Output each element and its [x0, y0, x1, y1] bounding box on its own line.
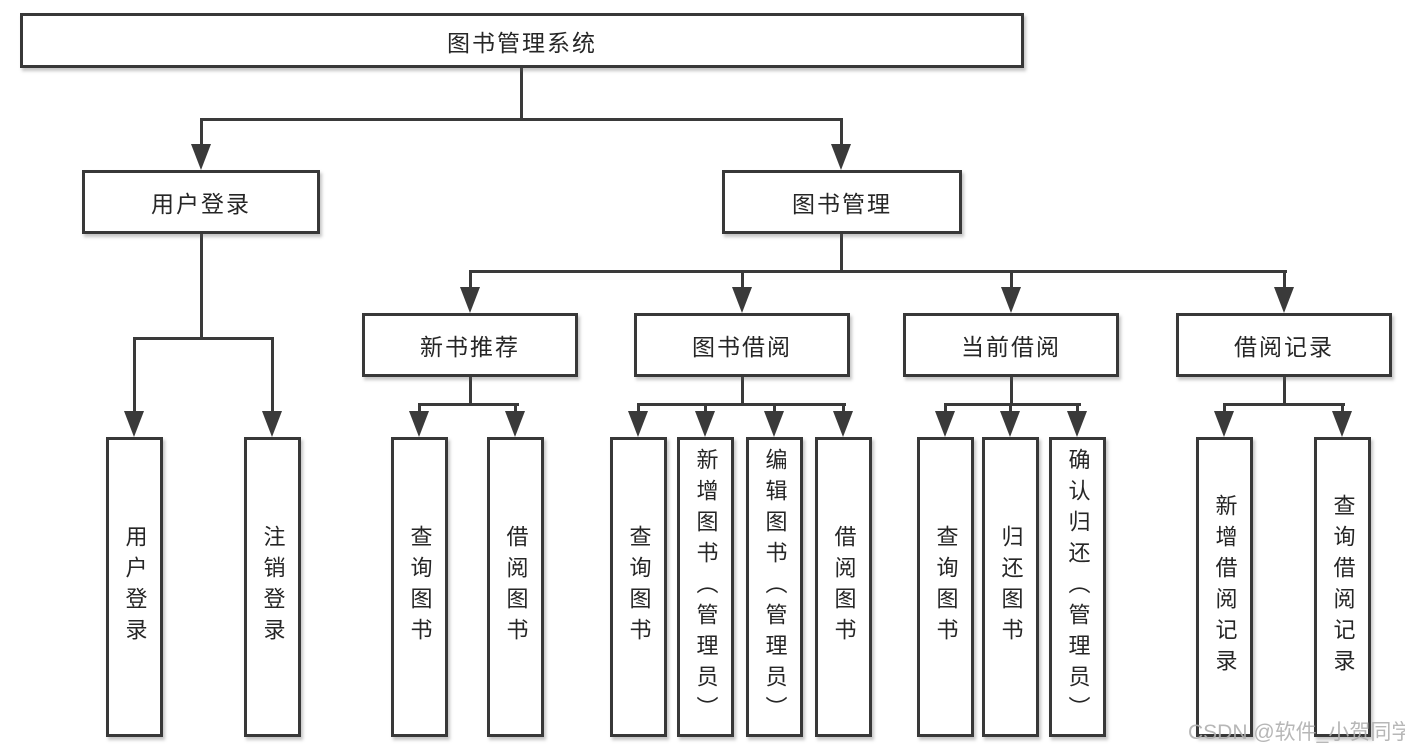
leaf-user-login: 用户登录 [106, 437, 163, 737]
arrowhead-down-icon [1274, 287, 1294, 313]
connector-stem [1009, 403, 1012, 415]
leaf-query-borrow-record: 查询借阅记录 [1314, 437, 1371, 737]
node-user-login: 用户登录 [82, 170, 320, 234]
arrowhead-down-icon [124, 411, 144, 437]
node-root: 图书管理系统 [20, 13, 1024, 68]
leaf-borrow-books: 借阅图书 [815, 437, 872, 737]
connector-stem [418, 403, 421, 415]
leaf-add-borrow-record: 新增借阅记录 [1196, 437, 1253, 737]
connector-rail [133, 337, 274, 340]
arrowhead-down-icon [695, 411, 715, 437]
connector-rail [944, 403, 1081, 406]
connector-stem [1010, 270, 1013, 291]
arrowhead-down-icon [935, 411, 955, 437]
arrowhead-down-icon [1001, 287, 1021, 313]
connector-root-rail [200, 118, 843, 121]
arrowhead-down-icon [732, 287, 752, 313]
leaf-query-books: 查询图书 [610, 437, 667, 737]
connector-stem [469, 377, 472, 406]
arrowhead-down-icon [628, 411, 648, 437]
connector-stem [840, 118, 843, 146]
arrowhead-down-icon [1332, 411, 1352, 437]
connector-stem [944, 403, 947, 415]
node-book-management: 图书管理 [722, 170, 962, 234]
connector-stem [704, 403, 707, 415]
node-borrow-records: 借阅记录 [1176, 313, 1392, 377]
connector-stem [741, 377, 744, 406]
connector-stem [840, 234, 843, 273]
connector-stem [200, 234, 203, 337]
arrowhead-down-icon [831, 144, 851, 170]
connector-stem [1010, 377, 1013, 406]
leaf-borrow-books-recommend: 借阅图书 [487, 437, 544, 737]
node-book-borrow: 图书借阅 [634, 313, 850, 377]
arrowhead-down-icon [1067, 411, 1087, 437]
leaf-add-books-admin: 新增图书（管理员） [677, 437, 734, 737]
connector-stem [1283, 270, 1286, 291]
arrowhead-down-icon [191, 144, 211, 170]
connector-rail [637, 403, 846, 406]
connector-rail [418, 403, 519, 406]
connector-rail [1223, 403, 1345, 406]
arrowhead-down-icon [1214, 411, 1234, 437]
arrowhead-down-icon [409, 411, 429, 437]
arrowhead-down-icon [1000, 411, 1020, 437]
watermark-text: CSDN @软件_小贺同学 [1188, 721, 1405, 744]
connector-stem [773, 403, 776, 415]
leaf-logout: 注销登录 [244, 437, 301, 737]
arrowhead-down-icon [764, 411, 784, 437]
leaf-confirm-return-admin: 确认归还（管理员） [1049, 437, 1106, 737]
leaf-query-books-recommend: 查询图书 [391, 437, 448, 737]
connector-stem [1283, 377, 1286, 406]
connector-stem [469, 270, 472, 291]
connector-stem [741, 270, 744, 291]
connector-stem [1076, 403, 1079, 415]
leaf-query-books-current: 查询图书 [917, 437, 974, 737]
node-current-borrow: 当前借阅 [903, 313, 1119, 377]
connector-root-stem [520, 68, 523, 120]
arrowhead-down-icon [505, 411, 525, 437]
connector-stem [1341, 403, 1344, 415]
arrowhead-down-icon [262, 411, 282, 437]
arrowhead-down-icon [460, 287, 480, 313]
connector-stem [133, 337, 136, 413]
connector-stem [514, 403, 517, 415]
connector-stem [200, 118, 203, 146]
connector-stem [1223, 403, 1226, 415]
connector-stem [842, 403, 845, 415]
connector-stem [271, 337, 274, 413]
connector-stem [637, 403, 640, 415]
leaf-edit-books-admin: 编辑图书（管理员） [746, 437, 803, 737]
node-new-book-recommend: 新书推荐 [362, 313, 578, 377]
connector-rail [469, 270, 1287, 273]
arrowhead-down-icon [833, 411, 853, 437]
leaf-return-books: 归还图书 [982, 437, 1039, 737]
